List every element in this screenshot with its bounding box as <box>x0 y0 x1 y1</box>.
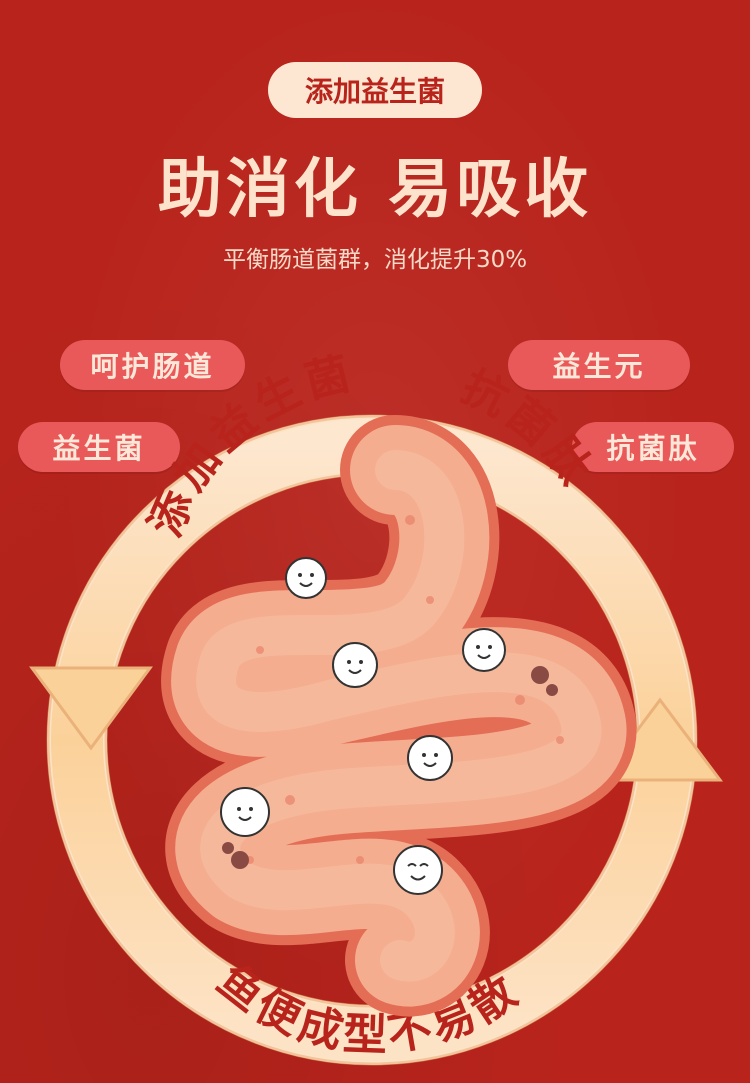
probiotic-mascot-icon <box>285 557 327 599</box>
intestine-illustration <box>161 415 636 1017</box>
feature-pill: 添加益生菌 <box>268 62 482 118</box>
page-subtitle: 平衡肠道菌群，消化提升30% <box>222 247 528 273</box>
tag-intestine-care: 呵护肠道 <box>60 340 245 390</box>
tag-probiotic: 益生菌 <box>18 422 180 472</box>
ring-arrow-left-icon <box>29 666 153 751</box>
probiotic-mascot-icon <box>393 845 443 895</box>
probiotic-mascot-icon <box>332 642 378 688</box>
probiotic-mascot-icon <box>407 735 453 781</box>
tag-antimicrobial-peptide: 抗菌肽 <box>572 422 734 472</box>
page-title: 助消化 易吸收 <box>157 153 593 227</box>
probiotic-mascot-icon <box>220 787 270 837</box>
tag-prebiotic: 益生元 <box>508 340 690 390</box>
probiotic-mascot-icon <box>462 628 506 672</box>
